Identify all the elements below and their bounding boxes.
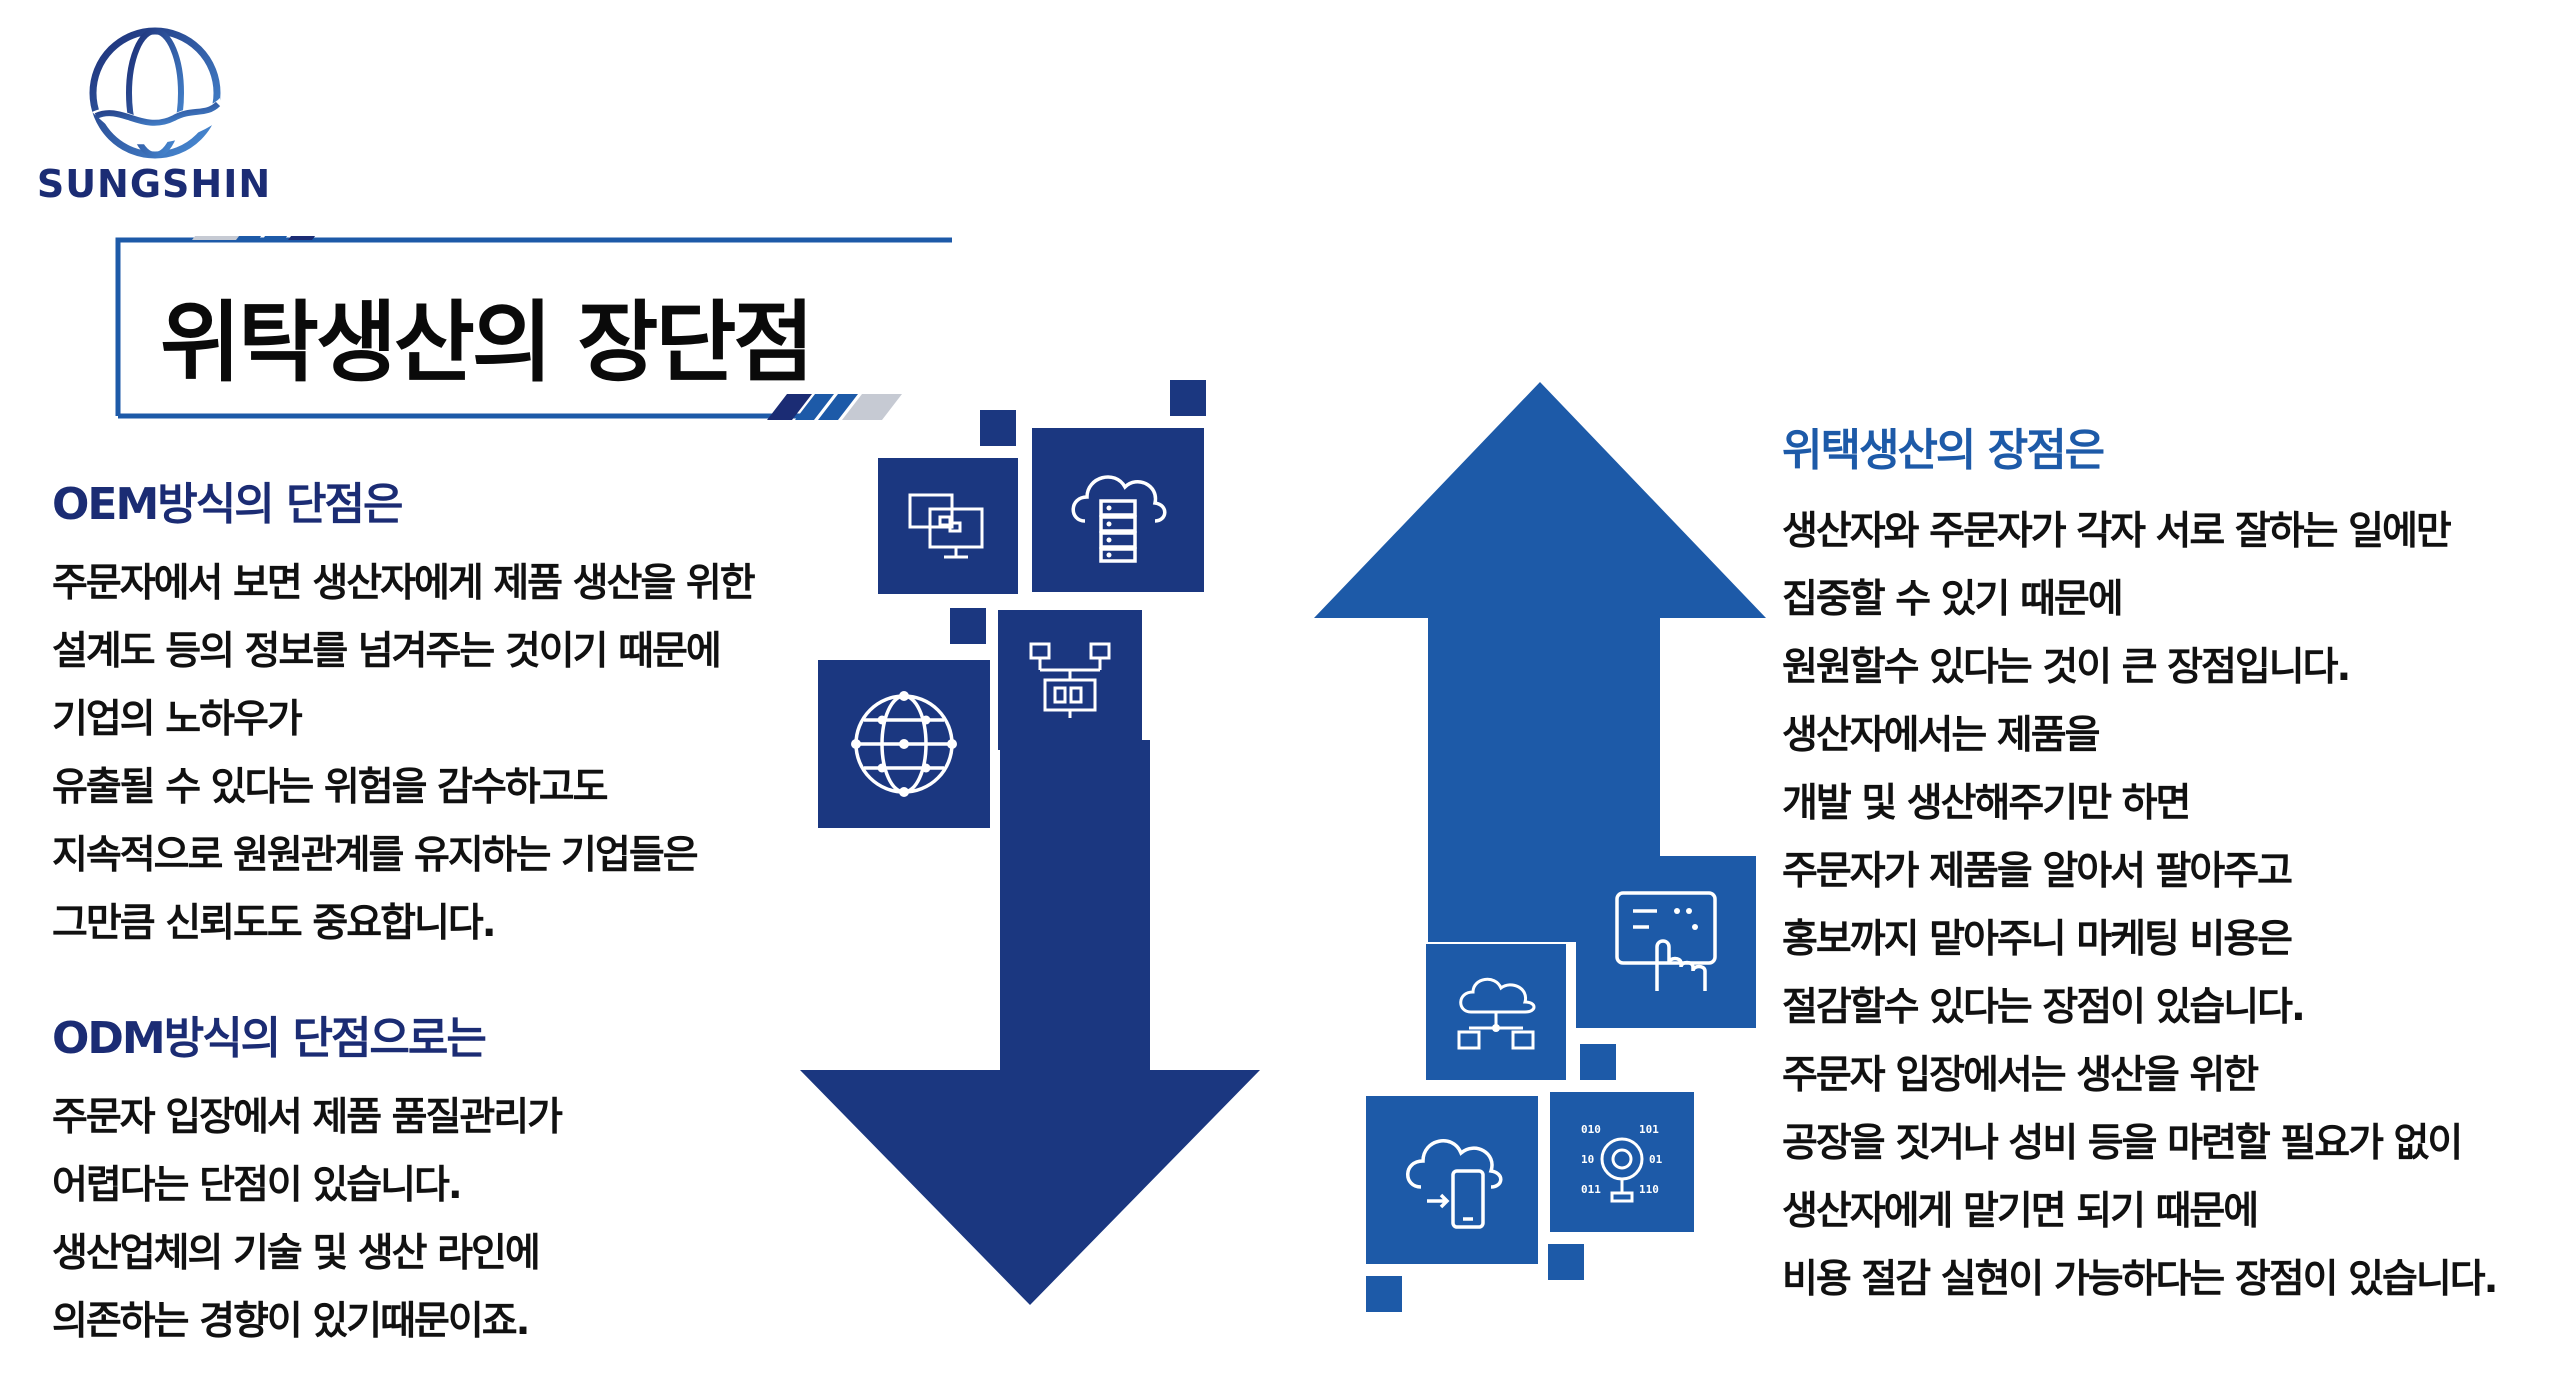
svg-text:01: 01 — [1649, 1153, 1663, 1166]
advantages-line: 공장을 짓거나 성비 등을 마련할 필요가 없이 — [1782, 1121, 2463, 1166]
disadvantages-section: OEM방식의 단점은 주문자에서 보면 생산자에게 제품 생산을 위한 설계도 … — [52, 468, 852, 1356]
oem-line: 지속적으로 원원관계를 유지하는 기업들은 — [52, 833, 699, 878]
cloud-server-icon — [1071, 475, 1167, 563]
touch-screen-icon — [1615, 891, 1717, 991]
company-logo: SUNGSHIN — [14, 14, 294, 214]
tile-cloud-data — [1426, 944, 1566, 1080]
advantages-body: 생산자와 주문자가 각자 서로 잘하는 일에만 집중할 수 있기 때문에 원원할… — [1782, 498, 2542, 1314]
odm-heading: ODM방식의 단점으로는 — [52, 1013, 487, 1064]
down-arrow — [800, 740, 1260, 1305]
advantages-line: 집중할 수 있기 때문에 — [1782, 577, 2124, 622]
oem-line: 설계도 등의 정보를 넘겨주는 것이기 때문에 — [52, 629, 722, 674]
up-arrow — [1314, 382, 1766, 942]
deco-square — [1170, 380, 1206, 416]
deco-square — [1580, 1044, 1616, 1080]
svg-text:110: 110 — [1639, 1183, 1659, 1196]
binary-eye-icon: 010 101 10 01 011 110 — [1581, 1123, 1663, 1203]
oem-line: 그만큼 신뢰도도 중요합니다. — [52, 901, 497, 946]
globe-network-icon — [851, 691, 957, 797]
advantages-line: 개발 및 생산해주기만 하면 — [1782, 781, 2191, 826]
deco-square — [980, 410, 1016, 446]
network-diagram-icon — [1029, 642, 1111, 718]
title-frame — [115, 236, 952, 420]
odm-line: 주문자 입장에서 제품 품질관리가 — [52, 1095, 563, 1140]
cloud-mobile-icon — [1406, 1139, 1503, 1229]
odm-line: 어렵다는 단점이 있습니다. — [52, 1163, 463, 1208]
advantages-section: 위택생산의 장점은 생산자와 주문자가 각자 서로 잘하는 일에만 집중할 수 … — [1782, 414, 2542, 1314]
oem-body: 주문자에서 보면 생산자에게 제품 생산을 위한 설계도 등의 정보를 넘겨주는… — [52, 550, 852, 958]
svg-text:101: 101 — [1639, 1123, 1659, 1136]
monitors-icon — [908, 493, 984, 559]
advantages-line: 주문자가 제품을 알아서 팔아주고 — [1782, 849, 2293, 894]
advantages-line: 원원할수 있다는 것이 큰 장점입니다. — [1782, 645, 2351, 690]
deco-square — [950, 608, 986, 644]
tile-monitors — [878, 458, 1018, 594]
svg-text:010: 010 — [1581, 1123, 1601, 1136]
tile-cloud-mobile — [1366, 1096, 1538, 1264]
deco-square — [1366, 1276, 1402, 1312]
deco-square — [1548, 1244, 1584, 1280]
tile-binary-eye: 010 101 10 01 011 110 — [1550, 1092, 1694, 1232]
odm-line: 생산업체의 기술 및 생산 라인에 — [52, 1231, 541, 1276]
advantages-line: 생산자에서는 제품을 — [1782, 713, 2101, 758]
advantages-heading: 위택생산의 장점은 — [1782, 425, 2105, 476]
tile-globe-network — [818, 660, 990, 828]
advantages-line: 생산자와 주문자가 각자 서로 잘하는 일에만 — [1782, 509, 2452, 554]
oem-line: 유출될 수 있다는 위험을 감수하고도 — [52, 765, 609, 810]
cloud-data-icon — [1457, 977, 1536, 1050]
svg-text:10: 10 — [1581, 1153, 1594, 1166]
advantages-line: 홍보까지 맡아주니 마케팅 비용은 — [1782, 917, 2293, 962]
odm-body: 주문자 입장에서 제품 품질관리가 어렵다는 단점이 있습니다. 생산업체의 기… — [52, 1084, 852, 1356]
brand-name: SUNGSHIN — [36, 162, 272, 206]
advantages-line: 생산자에게 맡기면 되기 때문에 — [1782, 1189, 2259, 1234]
oem-heading: OEM방식의 단점은 — [52, 479, 403, 530]
tile-cloud-server — [1032, 428, 1204, 592]
tile-touch-screen — [1576, 856, 1756, 1028]
advantages-line: 비용 절감 실현이 가능하다는 장점이 있습니다. — [1782, 1257, 2498, 1302]
advantages-line: 주문자 입장에서는 생산을 위한 — [1782, 1053, 2259, 1098]
tile-network-diagram — [998, 610, 1142, 750]
oem-line: 주문자에서 보면 생산자에게 제품 생산을 위한 — [52, 561, 756, 606]
page-title: 위탁생산의 장단점 — [160, 291, 814, 394]
oem-line: 기업의 노하우가 — [52, 697, 303, 742]
advantages-line: 절감할수 있다는 장점이 있습니다. — [1782, 985, 2306, 1030]
globe-handshake-icon — [89, 27, 221, 159]
svg-text:011: 011 — [1581, 1183, 1601, 1196]
odm-line: 의존하는 경향이 있기때문이죠. — [52, 1299, 530, 1344]
